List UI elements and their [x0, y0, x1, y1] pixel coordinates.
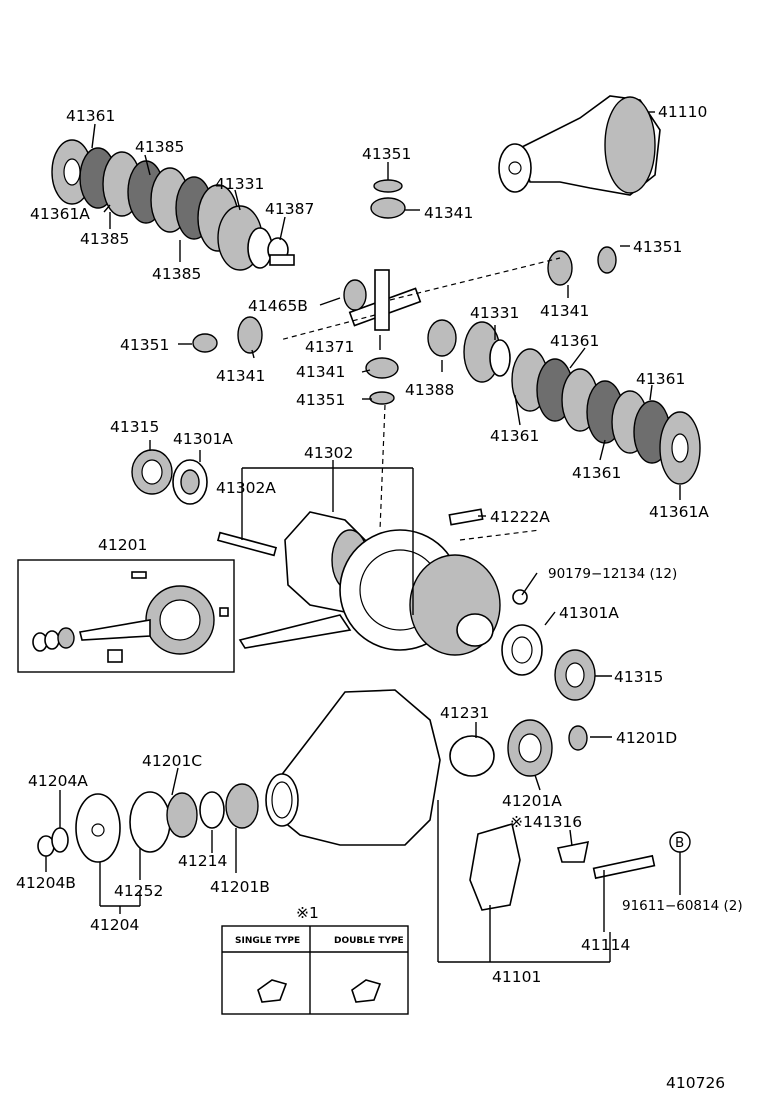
- callout-41341-center: 41341: [296, 363, 345, 381]
- callout-41387: 41387: [265, 200, 314, 218]
- companion-flange-41204: [37, 783, 259, 863]
- callout-41331-b: 41331: [470, 304, 519, 322]
- callout-41101: 41101: [492, 968, 541, 986]
- callout-41204A: 41204A: [28, 772, 88, 790]
- callout-41114: 41114: [581, 936, 630, 954]
- callout-41371: 41371: [305, 338, 354, 356]
- callout-41302: 41302: [304, 444, 353, 462]
- callout-41361-mid: 41361: [550, 332, 599, 350]
- clutch-plate-stack-left: [51, 139, 295, 271]
- circle-b-marker: [669, 831, 691, 853]
- callout-41351-right: 41351: [633, 238, 682, 256]
- note-mark: ※1: [296, 904, 319, 922]
- note-table: [221, 925, 409, 1015]
- callout-41361-r4: 41361: [572, 464, 621, 482]
- callout-41231: 41231: [440, 704, 489, 722]
- callout-41341-top: 41341: [424, 204, 473, 222]
- callout-41385-b: 41385: [80, 230, 129, 248]
- callout-41351-center: 41351: [296, 391, 345, 409]
- callout-41301A-a: 41301A: [173, 430, 233, 448]
- callout-41201C: 41201C: [142, 752, 202, 770]
- callout-41388: 41388: [405, 381, 454, 399]
- callout-41214: 41214: [178, 852, 227, 870]
- callout-41301A-b: 41301A: [559, 604, 619, 622]
- callout-91611-60814: 91611−60814 (2): [622, 898, 743, 914]
- circle-b-letter: B: [675, 835, 684, 851]
- callout-41341-left: 41341: [216, 367, 265, 385]
- axle-housing-41101: [265, 689, 441, 846]
- callout-41361A-left: 41361A: [30, 205, 90, 223]
- callout-90179-12134: 90179−12134 (12): [548, 566, 677, 582]
- callout-41361A-right: 41361A: [649, 503, 709, 521]
- callout-141316: ※141316: [510, 813, 582, 831]
- leader-lines: [45, 111, 681, 963]
- callout-41351-left: 41351: [120, 336, 169, 354]
- differential-case-41302: [216, 508, 528, 656]
- callout-41204: 41204: [90, 916, 139, 934]
- callout-41315-b: 41315: [614, 668, 663, 686]
- callout-41465B: 41465B: [248, 297, 308, 315]
- callout-41315-a: 41315: [110, 418, 159, 436]
- diagram-id: 410726: [666, 1074, 725, 1092]
- callout-41110: 41110: [658, 103, 707, 121]
- callout-41385-c: 41385: [152, 265, 201, 283]
- clutch-plate-stack-right: [463, 321, 701, 485]
- callout-labels: 41361 41385 41361A 41385 41331 41387 413…: [16, 103, 743, 1092]
- callout-41252: 41252: [114, 882, 163, 900]
- double-type-label: DOUBLE TYPE: [334, 936, 404, 946]
- callout-41331-a: 41331: [215, 175, 264, 193]
- callout-41222A: 41222A: [490, 508, 550, 526]
- bearing-41315-41301A-left: [131, 449, 208, 505]
- callout-41201: 41201: [98, 536, 147, 554]
- callout-41361-r3: 41361: [490, 427, 539, 445]
- callout-41201A: 41201A: [502, 792, 562, 810]
- callout-41302A: 41302A: [216, 479, 276, 497]
- callout-41351-top: 41351: [362, 145, 411, 163]
- callout-41385-a: 41385: [135, 138, 184, 156]
- bearing-cap-parts-right: [449, 719, 656, 911]
- single-type-label: SINGLE TYPE: [235, 936, 300, 946]
- callout-41361-top: 41361: [66, 107, 115, 125]
- callout-41204B: 41204B: [16, 874, 76, 892]
- inset-41201-box: [17, 559, 235, 673]
- side-gears-center: [192, 179, 617, 405]
- bearing-41301A-41315-right: [501, 624, 596, 701]
- pinion-shaft-41465B: [343, 269, 422, 331]
- callout-41341-right: 41341: [540, 302, 589, 320]
- callout-41201B: 41201B: [210, 878, 270, 896]
- differential-carrier-41110: [498, 95, 661, 196]
- callout-41201D: 41201D: [616, 729, 677, 747]
- callout-41361-r2: 41361: [636, 370, 685, 388]
